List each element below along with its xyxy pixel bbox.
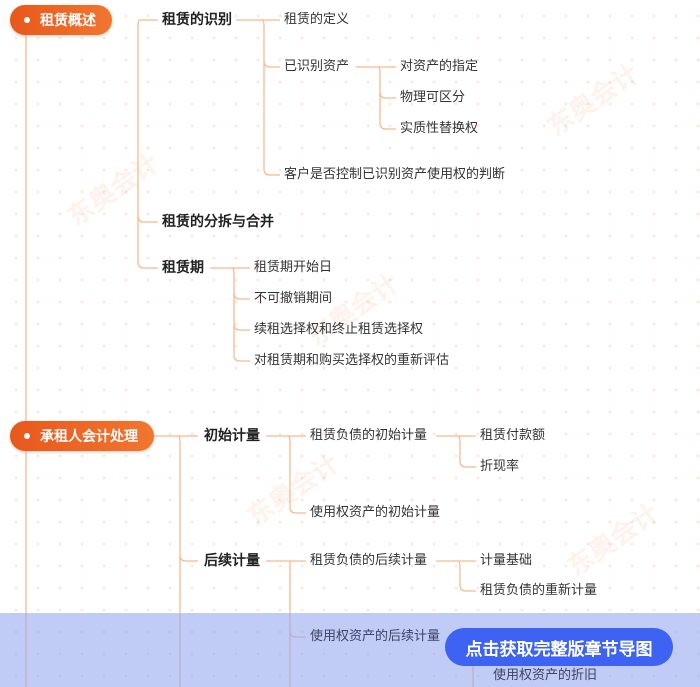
node-subsequent-measurement[interactable]: 后续计量: [204, 553, 260, 569]
node[interactable]: 折现率: [480, 459, 520, 474]
node[interactable]: 计量基础: [480, 553, 533, 568]
bullet-icon: [24, 433, 30, 439]
node[interactable]: 租赁负债的初始计量: [310, 428, 428, 443]
root-node-lease-overview[interactable]: 租赁概述: [10, 5, 112, 35]
node-label: 承租人会计处理: [40, 429, 138, 445]
node[interactable]: 实质性替换权: [400, 121, 479, 136]
node[interactable]: 租赁负债的后续计量: [310, 553, 428, 568]
node[interactable]: 租赁的定义: [284, 12, 350, 27]
node[interactable]: 使用权资产的后续计量: [310, 629, 441, 644]
node-lease-split-merge[interactable]: 租赁的分拆与合并: [162, 214, 274, 230]
node[interactable]: 对租赁期和购买选择权的重新评估: [254, 353, 450, 368]
node[interactable]: 租赁付款额: [480, 428, 546, 443]
node[interactable]: 租赁负债的重新计量: [480, 583, 598, 598]
node[interactable]: 使用权资产的折旧: [493, 668, 598, 683]
node[interactable]: 租赁期开始日: [254, 260, 333, 275]
node-label: 租赁概述: [40, 13, 96, 29]
node[interactable]: 已识别资产: [284, 59, 350, 74]
node[interactable]: 不可撤销期间: [254, 291, 333, 306]
get-full-mindmap-button[interactable]: 点击获取完整版章节导图: [445, 628, 673, 666]
bullet-icon: [24, 17, 30, 23]
root-node-lessee-accounting[interactable]: 承租人会计处理: [10, 421, 154, 451]
node[interactable]: 对资产的指定: [400, 59, 479, 74]
node-lease-term[interactable]: 租赁期: [162, 260, 204, 276]
node-initial-measurement[interactable]: 初始计量: [204, 428, 260, 444]
node-lease-identification[interactable]: 租赁的识别: [162, 12, 232, 28]
node[interactable]: 物理可区分: [400, 90, 466, 105]
node[interactable]: 客户是否控制已识别资产使用权的判断: [284, 167, 506, 182]
node[interactable]: 使用权资产的初始计量: [310, 505, 441, 520]
node[interactable]: 续租选择权和终止租赁选择权: [254, 322, 424, 337]
